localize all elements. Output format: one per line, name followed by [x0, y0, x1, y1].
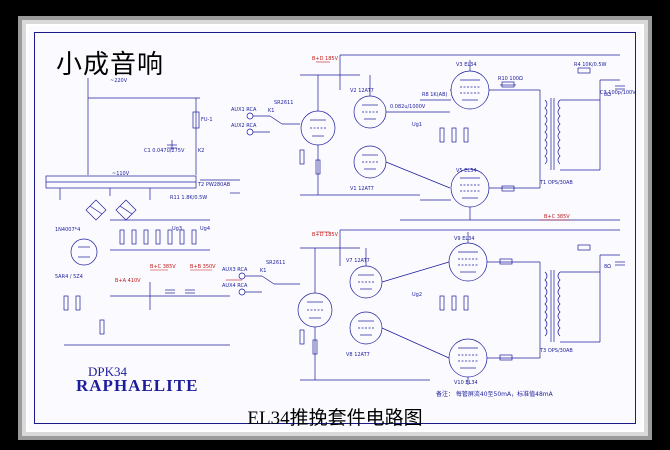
label-sr-upper: SR2611 [274, 100, 293, 106]
tube-el34-v3 [450, 70, 490, 110]
label-ac-in: ~220V [110, 78, 128, 84]
label-v1: V1 12AT7 [350, 186, 374, 192]
label-cap-in: C1 0.047u/275V [144, 148, 185, 154]
tube-el34-v10 [448, 338, 488, 378]
tube-el34-v9 [448, 242, 488, 282]
diagram-caption: EL34推挽套件电路图 [247, 408, 423, 429]
ot-t1-primary [544, 99, 548, 165]
label-r11: R11 1.8K/0.5W [170, 195, 207, 201]
label-fuse: FU-1 [201, 117, 213, 123]
label-out-imp-lower: 8Ω [604, 264, 611, 270]
brand-name: RAPHAELITE [76, 376, 199, 395]
rca-aux2 [246, 128, 254, 136]
label-cap-c6: 0.082u/1000V [390, 104, 426, 110]
rca-aux4 [238, 288, 246, 296]
label-bplus-d-upper: B+D 185V [312, 56, 339, 62]
label-aux3: AUX3 RCA [222, 267, 248, 273]
label-bplus-b: B+B 350V [190, 264, 216, 270]
label-switch: K2 [198, 148, 204, 154]
label-t1: T1 OPS/30AB [539, 180, 573, 186]
rectifier-tube [70, 238, 98, 266]
rca-aux3 [238, 272, 246, 280]
label-bplus-c-psu: B+C 385V [150, 264, 176, 270]
label-aux1: AUX1 RCA [231, 107, 257, 113]
rca-aux1 [246, 112, 254, 120]
label-t3: T3 OPS/30AB [539, 348, 573, 354]
label-r-grid: R8 1K(AB) [422, 92, 448, 98]
label-sr-lower: SR2611 [266, 260, 285, 266]
label-v8: V8 12AT7 [346, 352, 370, 358]
label-rect-tube: 5AR4 / 5Z4 [55, 274, 83, 280]
label-v10: V10 EL34 [454, 380, 478, 386]
label-ug2: Ug2 [412, 292, 422, 298]
sheet-border [34, 32, 636, 424]
label-bplus-c: B+C 385V [544, 214, 570, 220]
label-trafo-sec: ~110V [112, 171, 130, 177]
label-ug1: Ug1 [412, 122, 422, 128]
label-aux4: AUX4 RCA [222, 283, 248, 289]
label-diodes: 1N4007*4 [55, 227, 80, 233]
diode-bridge-1 [85, 199, 107, 221]
label-bplus-a: B+A 410V [115, 278, 141, 284]
model-number: DPK34 [88, 364, 128, 379]
label-ug3: Ug3 [172, 226, 182, 232]
label-out-imp-upper: 8Ω [604, 92, 611, 98]
label-ug4: Ug4 [200, 226, 210, 232]
label-v3: V3 EL34 [456, 62, 477, 68]
label-v9: V9 EL34 [454, 236, 475, 242]
label-k1-upper: K1 [268, 108, 274, 114]
ot-t3-primary [544, 271, 548, 337]
label-choke: T2 PW280AB [197, 182, 231, 188]
label-r-bias: R10 100Ω [498, 76, 523, 82]
tube-el34-v5 [450, 168, 490, 208]
label-k1-lower: K1 [260, 268, 266, 274]
label-v7: V7 12AT7 [346, 258, 370, 264]
label-v2: V2 12AT7 [350, 88, 374, 94]
bias-note: 备注： 每管屏流40至50mA，标准值48mA [436, 391, 553, 398]
label-bplus-d-lower: B+D 185V [312, 232, 339, 238]
label-v5: V5 EL34 [456, 168, 477, 174]
label-feedback-r: R4 10K/0.5W [574, 62, 607, 68]
page-title: 小成音响 [56, 50, 165, 80]
label-aux2: AUX2 RCA [231, 123, 257, 129]
fuse-symbol [192, 111, 200, 129]
label-feedback-c: C3 100p/100V [600, 90, 636, 96]
